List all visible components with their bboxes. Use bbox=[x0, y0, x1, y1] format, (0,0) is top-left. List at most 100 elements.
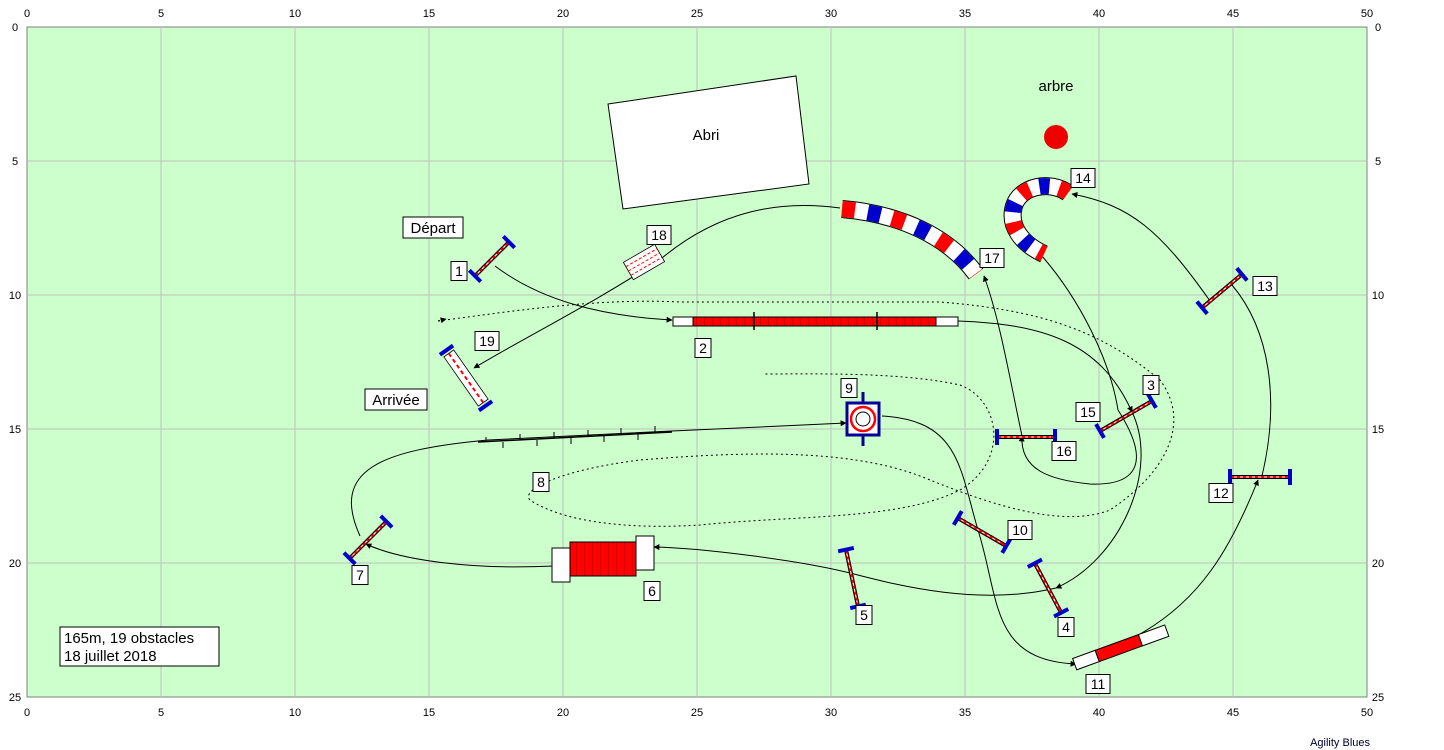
obstacle-10-jump bbox=[952, 510, 1012, 554]
x-tick-top: 15 bbox=[423, 8, 435, 20]
tree-icon bbox=[1044, 125, 1068, 149]
number-box-16: 16 bbox=[1051, 441, 1077, 461]
tree-arbre: arbre bbox=[1038, 78, 1074, 149]
x-tick-top: 30 bbox=[825, 8, 837, 20]
number-box-2: 2 bbox=[694, 338, 712, 358]
number-label-4: 4 bbox=[1062, 619, 1070, 635]
y-tick-left: 5 bbox=[12, 156, 18, 168]
x-tick-top: 40 bbox=[1093, 8, 1105, 20]
obstacle-13-jump bbox=[1195, 266, 1249, 316]
number-label-10: 10 bbox=[1012, 522, 1028, 538]
x-tick-top: 20 bbox=[557, 8, 569, 20]
x-tick-bottom: 40 bbox=[1093, 707, 1105, 719]
obstacle-9-tire bbox=[845, 392, 881, 446]
x-tick-bottom: 25 bbox=[691, 707, 703, 719]
x-tick-top: 35 bbox=[959, 8, 971, 20]
number-box-5: 5 bbox=[855, 605, 873, 625]
x-tick-bottom: 10 bbox=[289, 707, 301, 719]
obstacle-14-tunnel bbox=[1003, 177, 1074, 263]
x-tick-top: 25 bbox=[691, 8, 703, 20]
jumps bbox=[342, 234, 1292, 619]
brand-label: Agility Blues bbox=[1310, 737, 1370, 749]
obstacle-12-jump bbox=[1228, 469, 1292, 485]
y-tick-left: 25 bbox=[9, 692, 21, 704]
x-tick-bottom: 45 bbox=[1227, 707, 1239, 719]
number-label-3: 3 bbox=[1147, 377, 1155, 393]
x-tick-bottom: 35 bbox=[959, 707, 971, 719]
number-box-11: 11 bbox=[1085, 674, 1111, 694]
obstacle-19-jump bbox=[438, 343, 494, 413]
y-tick-left: 0 bbox=[12, 22, 18, 34]
number-box-12: 12 bbox=[1208, 483, 1234, 503]
x-tick-bottom: 50 bbox=[1361, 707, 1373, 719]
x-tick-bottom: 15 bbox=[423, 707, 435, 719]
y-tick-right: 15 bbox=[1372, 424, 1384, 436]
x-tick-top: 10 bbox=[289, 8, 301, 20]
abri-label: Abri bbox=[693, 127, 720, 144]
arrivee-label: Arrivée bbox=[372, 392, 420, 409]
number-label-8: 8 bbox=[537, 474, 545, 490]
obstacle-17-tunnel bbox=[841, 200, 984, 280]
x-tick-top: 50 bbox=[1361, 8, 1373, 20]
y-tick-right: 20 bbox=[1372, 558, 1384, 570]
obstacle-18-jump bbox=[622, 243, 666, 281]
y-tick-left: 15 bbox=[9, 424, 21, 436]
obstacle-16-jump bbox=[995, 429, 1057, 445]
obstacle-8-weave bbox=[477, 426, 673, 448]
number-label-13: 13 bbox=[1257, 278, 1273, 294]
number-label-14: 14 bbox=[1075, 170, 1091, 186]
number-box-8: 8 bbox=[532, 472, 550, 492]
number-label-2: 2 bbox=[699, 340, 707, 356]
number-box-7: 7 bbox=[351, 565, 369, 585]
shelter-abri: Abri bbox=[607, 75, 810, 210]
number-box-19: 19 bbox=[474, 331, 500, 351]
axis-ticks: 0055101015152020252530303535404045455050… bbox=[9, 8, 1384, 719]
number-label-5: 5 bbox=[860, 607, 868, 623]
number-box-17: 17 bbox=[979, 248, 1005, 268]
obstacle-1-jump bbox=[467, 234, 517, 284]
number-label-12: 12 bbox=[1213, 485, 1229, 501]
number-box-13: 13 bbox=[1252, 276, 1278, 296]
number-box-6: 6 bbox=[643, 581, 661, 601]
obstacle-11 bbox=[1071, 624, 1170, 671]
number-label-19: 19 bbox=[479, 333, 495, 349]
y-tick-right: 10 bbox=[1372, 290, 1384, 302]
y-tick-left: 10 bbox=[9, 290, 21, 302]
walk-path bbox=[437, 300, 1175, 527]
number-label-6: 6 bbox=[648, 583, 656, 599]
x-tick-top: 45 bbox=[1227, 8, 1239, 20]
x-tick-top: 0 bbox=[24, 8, 30, 20]
course-info-box: 165m, 19 obstacles 18 juillet 2018 bbox=[59, 626, 220, 667]
x-tick-bottom: 5 bbox=[158, 707, 164, 719]
obstacle-7-jump bbox=[342, 514, 394, 566]
y-tick-right: 25 bbox=[1372, 692, 1384, 704]
obstacle-4-jump bbox=[1026, 557, 1070, 619]
course-length-text: 165m, 19 obstacles bbox=[64, 630, 194, 647]
y-tick-left: 20 bbox=[9, 558, 21, 570]
course-path bbox=[350, 192, 1272, 667]
number-box-1: 1 bbox=[450, 261, 468, 281]
depart-label: Départ bbox=[410, 220, 456, 237]
obstacle-3-jump bbox=[1094, 393, 1158, 439]
number-box-3: 3 bbox=[1142, 375, 1160, 395]
x-tick-bottom: 0 bbox=[24, 707, 30, 719]
number-box-9: 9 bbox=[840, 378, 858, 398]
number-label-9: 9 bbox=[845, 380, 853, 396]
number-label-1: 1 bbox=[455, 263, 463, 279]
number-box-18: 18 bbox=[646, 225, 672, 245]
number-box-15: 15 bbox=[1075, 402, 1101, 422]
number-label-7: 7 bbox=[356, 567, 364, 583]
arbre-label: arbre bbox=[1038, 78, 1073, 95]
number-label-17: 17 bbox=[984, 250, 1000, 266]
y-tick-right: 0 bbox=[1375, 22, 1381, 34]
x-tick-bottom: 30 bbox=[825, 707, 837, 719]
obstacle-6-tunnel bbox=[551, 535, 655, 583]
number-box-10: 10 bbox=[1007, 520, 1033, 540]
obstacle-2-dogwalk bbox=[672, 312, 959, 330]
y-tick-right: 5 bbox=[1375, 156, 1381, 168]
number-label-16: 16 bbox=[1056, 443, 1072, 459]
number-label-15: 15 bbox=[1080, 404, 1096, 420]
number-label-11: 11 bbox=[1091, 676, 1106, 692]
